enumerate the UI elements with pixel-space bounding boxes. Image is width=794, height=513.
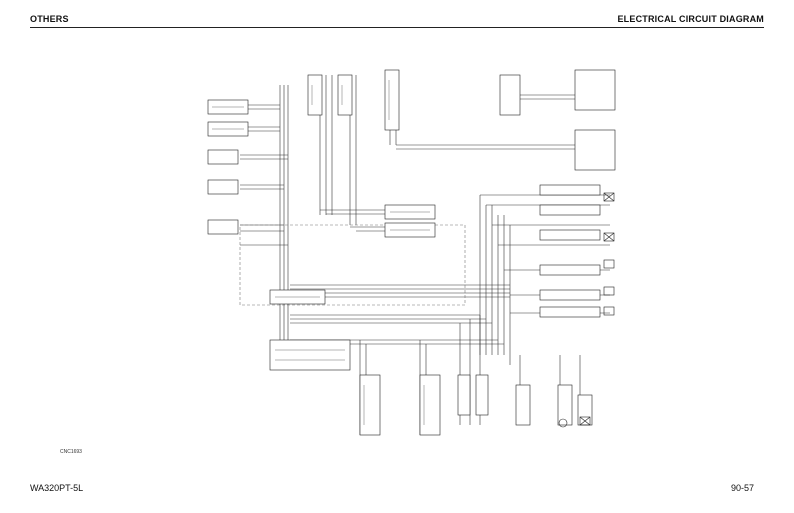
page-title: ELECTRICAL CIRCUIT DIAGRAM (617, 14, 764, 24)
header-rule (30, 27, 764, 28)
figure-code: CNC1693 (60, 449, 82, 455)
dashed-harness-outline (239, 224, 466, 306)
connector-blocks (207, 69, 616, 436)
connector-pin-ticks (212, 80, 430, 425)
wiring-lines (220, 75, 610, 435)
model-label: WA320PT-5L (30, 483, 84, 493)
electrical-circuit-diagram (207, 69, 616, 436)
page-number: 90-57 (730, 483, 754, 493)
load-symbols (558, 192, 615, 428)
section-label: OTHERS (30, 14, 69, 24)
